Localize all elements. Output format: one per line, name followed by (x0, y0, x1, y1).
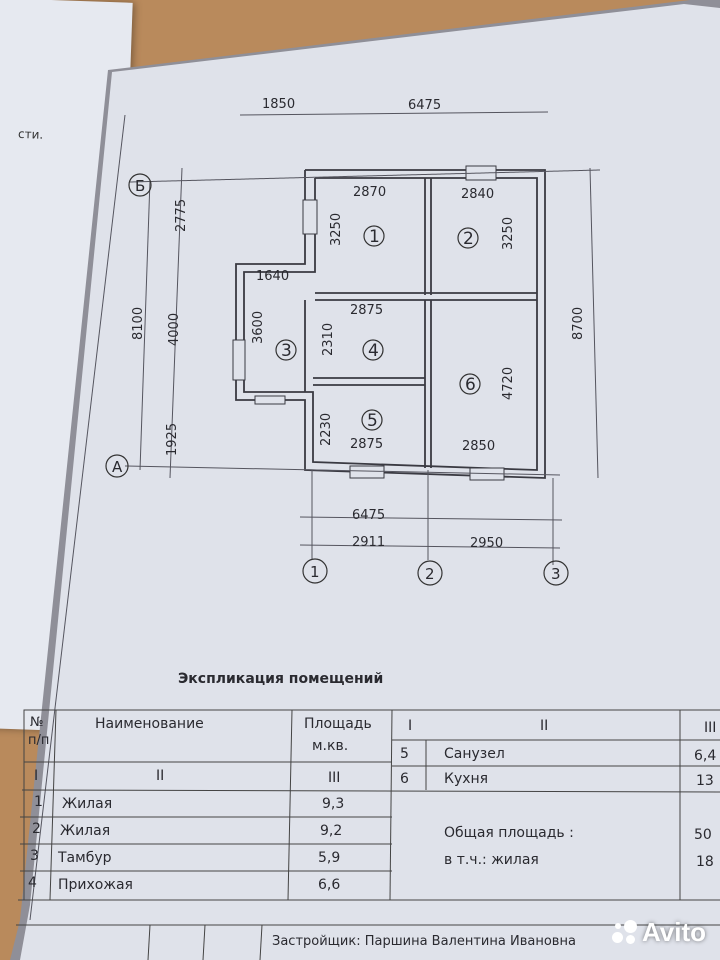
table-title: Экспликация помещений (178, 671, 383, 687)
dim-r2-height: 3250 (501, 217, 516, 250)
svg-text:Тамбур: Тамбур (57, 850, 112, 866)
svg-text:2: 2 (32, 821, 41, 837)
svg-text:6,6: 6,6 (318, 877, 340, 893)
dim-r4-width: 2875 (350, 303, 383, 318)
table-row: 4 Прихожая 6,6 (28, 875, 340, 893)
axis-label-1: 1 (310, 563, 320, 581)
dim-bottom-total: 6475 (352, 508, 385, 523)
dim-r3-height: 3600 (251, 311, 266, 344)
table-row: 6 Кухня 13 (400, 771, 714, 789)
header-name: Наименование (95, 716, 204, 732)
axis-label-2: 2 (425, 565, 435, 583)
svg-text:9,3: 9,3 (322, 796, 344, 812)
svg-text:Кухня: Кухня (444, 771, 488, 787)
dim-left-upper: 2775 (174, 199, 189, 232)
svg-text:1: 1 (34, 794, 43, 810)
table-row: 1 Жилая 9,3 (34, 794, 344, 812)
table-row: 5 Санузел 6,4 (400, 746, 716, 764)
header-num-b: п/п (28, 733, 49, 748)
dim-r6-width: 2850 (462, 439, 495, 454)
total-area-label: Общая площадь : (444, 825, 574, 841)
dim-right-total: 8700 (571, 307, 586, 340)
room-number-4: 4 (368, 341, 379, 361)
living-area-value: 18 (696, 854, 714, 870)
dim-r1-width: 2870 (353, 185, 386, 200)
living-area-label: в т.ч.: жилая (444, 852, 539, 868)
dim-bottom-right: 2950 (470, 536, 503, 551)
dim-r1-height: 3250 (329, 213, 344, 246)
svg-text:5,9: 5,9 (318, 850, 340, 866)
dim-r5-width: 2875 (350, 437, 383, 452)
svg-text:3: 3 (30, 848, 39, 864)
right-header-iii: III (704, 720, 716, 736)
axis-label-a: А (112, 458, 123, 476)
axis-label-b: Б (135, 177, 145, 195)
floor-plan: Б А 1 2 3 1 2 3 4 5 6 1850 6475 2870 284… (105, 97, 601, 586)
watermark-text: Avito (641, 917, 706, 947)
axis-label-3: 3 (551, 565, 561, 583)
dim-r5-height: 2230 (319, 413, 334, 446)
header-num-a: № (30, 715, 44, 730)
explication-section: Экспликация помещений № п/п Наименование… (16, 671, 720, 960)
svg-text:Жилая: Жилая (60, 823, 110, 839)
dim-r2-width: 2840 (461, 187, 494, 202)
room-number-2: 2 (463, 229, 474, 249)
total-area-value: 50 (694, 827, 712, 843)
header-area-a: Площадь (304, 716, 372, 732)
dim-top-right: 6475 (408, 98, 441, 113)
header-roman-i: I (34, 768, 38, 784)
avito-watermark: Avito (611, 917, 706, 948)
svg-text:6,4: 6,4 (694, 748, 716, 764)
header-roman-iii: III (328, 770, 340, 786)
room-number-6: 6 (465, 375, 476, 395)
svg-text:4: 4 (28, 875, 37, 891)
right-header-i: I (408, 718, 412, 734)
header-roman-ii: II (156, 768, 164, 784)
svg-text:9,2: 9,2 (320, 823, 342, 839)
dim-left-lower: 1925 (165, 423, 180, 456)
dim-left-total: 8100 (131, 307, 146, 340)
avito-logo-icon (611, 919, 638, 946)
svg-text:6: 6 (400, 771, 409, 787)
room-number-3: 3 (281, 341, 292, 361)
header-area-b: м.кв. (312, 738, 348, 754)
room-number-5: 5 (367, 411, 378, 431)
svg-text:13: 13 (696, 773, 714, 789)
svg-text:Санузел: Санузел (444, 746, 505, 762)
dim-top-left: 1850 (262, 97, 295, 112)
dim-r6-height: 4720 (501, 367, 516, 400)
dim-r4-height: 2310 (321, 323, 336, 356)
right-header-ii: II (540, 718, 548, 734)
dim-left-mid: 4000 (167, 313, 182, 346)
table-row: 3 Тамбур 5,9 (30, 848, 340, 866)
dim-bottom-left: 2911 (352, 535, 385, 550)
dim-r3-width: 1640 (256, 269, 289, 284)
developer-footer: Застройщик: Паршина Валентина Ивановна (272, 934, 576, 949)
table-row: 2 Жилая 9,2 (32, 821, 342, 839)
svg-text:Жилая: Жилая (62, 796, 112, 812)
svg-text:5: 5 (400, 746, 409, 762)
room-number-1: 1 (369, 227, 380, 247)
svg-text:Прихожая: Прихожая (58, 877, 133, 893)
